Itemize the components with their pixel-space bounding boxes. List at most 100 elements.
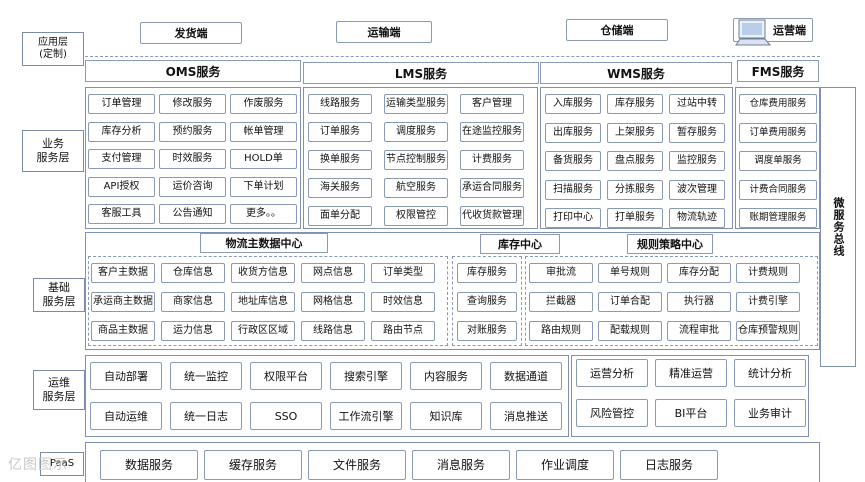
paas-service-item[interactable]: 缓存服务: [204, 450, 302, 480]
rule-item[interactable]: 仓库预警规则: [736, 321, 800, 341]
oms-service-item[interactable]: 库存分析: [88, 121, 155, 142]
rule-item[interactable]: 计费规则: [736, 263, 800, 283]
ops-service-item[interactable]: 内容服务: [410, 362, 482, 390]
wms-service-item[interactable]: 库存服务: [607, 94, 663, 114]
rule-item[interactable]: 审批流: [529, 263, 593, 283]
ops-service-item[interactable]: 知识库: [410, 402, 482, 430]
wms-service-item[interactable]: 过站中转: [669, 94, 725, 114]
ops-service-item[interactable]: 自动运维: [90, 402, 162, 430]
master-data-item[interactable]: 时效信息: [371, 292, 435, 312]
ops-analytics-item[interactable]: 风险管控: [576, 399, 648, 427]
wms-service-item[interactable]: 盘点服务: [607, 151, 663, 171]
ops-analytics-item[interactable]: 精准运营: [655, 359, 727, 387]
ops-analytics-item[interactable]: 统计分析: [734, 359, 806, 387]
paas-service-item[interactable]: 消息服务: [412, 450, 510, 480]
lms-service-item[interactable]: 海关服务: [308, 178, 372, 198]
oms-service-item[interactable]: API授权: [88, 176, 155, 197]
oms-service-item[interactable]: 支付管理: [88, 149, 155, 169]
wms-service-item[interactable]: 波次管理: [669, 179, 725, 200]
oms-service-item[interactable]: 修改服务: [159, 94, 226, 114]
oms-service-item[interactable]: 下单计划: [230, 176, 297, 197]
wms-service-item[interactable]: 入库服务: [545, 94, 601, 114]
app-transport[interactable]: 运输端: [336, 21, 432, 43]
lms-service-item[interactable]: 客户管理: [460, 94, 524, 114]
wms-service-item[interactable]: 分拣服务: [607, 179, 663, 200]
rule-item[interactable]: 配载规则: [598, 321, 662, 341]
master-data-item[interactable]: 地址库信息: [231, 292, 295, 312]
ops-service-item[interactable]: 消息推送: [490, 402, 562, 430]
ops-analytics-item[interactable]: 业务审计: [734, 399, 806, 427]
master-data-item[interactable]: 线路信息: [301, 321, 365, 341]
oms-service-item[interactable]: 公告通知: [159, 204, 226, 224]
master-data-item[interactable]: 运力信息: [161, 321, 225, 341]
ops-analytics-item[interactable]: 运营分析: [576, 359, 648, 387]
wms-service-item[interactable]: 扫描服务: [545, 179, 601, 200]
lms-service-item[interactable]: 计费服务: [460, 150, 524, 170]
app-shipper[interactable]: 发货端: [140, 22, 242, 44]
wms-service-item[interactable]: 打单服务: [607, 208, 663, 228]
paas-service-item[interactable]: 数据服务: [100, 450, 198, 480]
wms-service-item[interactable]: 上架服务: [607, 122, 663, 143]
oms-service-item[interactable]: HOLD单: [230, 149, 297, 169]
lms-service-item[interactable]: 航空服务: [384, 178, 448, 198]
rule-item[interactable]: 路由规则: [529, 321, 593, 341]
oms-service-item[interactable]: 帐单管理: [230, 121, 297, 142]
rule-item[interactable]: 订单合配: [598, 292, 662, 312]
fms-service-item[interactable]: 仓库费用服务: [739, 94, 817, 114]
paas-service-item[interactable]: 文件服务: [308, 450, 406, 480]
rule-item[interactable]: 流程审批: [667, 321, 731, 341]
oms-service-item[interactable]: 预约服务: [159, 121, 226, 142]
wms-service-item[interactable]: 出库服务: [545, 122, 601, 143]
rule-item[interactable]: 单号规则: [598, 263, 662, 283]
inventory-service-item[interactable]: 对账服务: [457, 321, 517, 341]
app-warehouse[interactable]: 仓储端: [566, 19, 668, 41]
paas-service-item[interactable]: 作业调度: [516, 450, 614, 480]
wms-service-item[interactable]: 监控服务: [669, 151, 725, 171]
master-data-item[interactable]: 行政区区域: [231, 321, 295, 341]
inventory-service-item[interactable]: 查询服务: [457, 292, 517, 312]
master-data-item[interactable]: 承运商主数据: [91, 292, 155, 312]
master-data-item[interactable]: 客户主数据: [91, 263, 155, 283]
master-data-item[interactable]: 商品主数据: [91, 321, 155, 341]
lms-service-item[interactable]: 在途监控服务: [460, 122, 524, 142]
master-data-item[interactable]: 仓库信息: [161, 263, 225, 283]
master-data-item[interactable]: 商家信息: [161, 292, 225, 312]
lms-service-item[interactable]: 代收货款管理: [460, 206, 524, 226]
paas-service-item[interactable]: 日志服务: [620, 450, 718, 480]
lms-service-item[interactable]: 节点控制服务: [384, 150, 448, 170]
ops-service-item[interactable]: 权限平台: [250, 362, 322, 390]
lms-service-item[interactable]: 面单分配: [308, 206, 372, 226]
ops-service-item[interactable]: 自动部署: [90, 362, 162, 390]
master-data-item[interactable]: 订单类型: [371, 263, 435, 283]
fms-service-item[interactable]: 订单费用服务: [739, 122, 817, 143]
fms-service-item[interactable]: 计费合同服务: [739, 179, 817, 200]
ops-service-item[interactable]: 统一监控: [170, 362, 242, 390]
lms-service-item[interactable]: 调度服务: [384, 122, 448, 142]
oms-service-item[interactable]: 订单管理: [88, 94, 155, 114]
wms-service-item[interactable]: 物流轨迹: [669, 208, 725, 228]
lms-service-item[interactable]: 换单服务: [308, 150, 372, 170]
inventory-service-item[interactable]: 库存服务: [457, 263, 517, 283]
fms-service-item[interactable]: 账期管理服务: [739, 208, 817, 228]
ops-service-item[interactable]: 工作流引擎: [330, 402, 402, 430]
fms-service-item[interactable]: 调度单服务: [739, 151, 817, 171]
lms-service-item[interactable]: 权限管控: [384, 206, 448, 226]
rule-item[interactable]: 拦截器: [529, 292, 593, 312]
oms-service-item[interactable]: 时效服务: [159, 149, 226, 169]
rule-item[interactable]: 计费引擎: [736, 292, 800, 312]
lms-service-item[interactable]: 订单服务: [308, 122, 372, 142]
master-data-item[interactable]: 网点信息: [301, 263, 365, 283]
oms-service-item[interactable]: 更多。。: [230, 204, 297, 224]
ops-analytics-item[interactable]: BI平台: [655, 399, 727, 427]
lms-service-item[interactable]: 线路服务: [308, 94, 372, 114]
rule-item[interactable]: 库存分配: [667, 263, 731, 283]
lms-service-item[interactable]: 承运合同服务: [460, 178, 524, 198]
master-data-item[interactable]: 收货方信息: [231, 263, 295, 283]
oms-service-item[interactable]: 客服工具: [88, 204, 155, 224]
ops-service-item[interactable]: 统一日志: [170, 402, 242, 430]
lms-service-item[interactable]: 运输类型服务: [384, 94, 448, 114]
ops-service-item[interactable]: SSO: [250, 402, 322, 430]
rule-item[interactable]: 执行器: [667, 292, 731, 312]
wms-service-item[interactable]: 暂存服务: [669, 122, 725, 143]
master-data-item[interactable]: 网格信息: [301, 292, 365, 312]
